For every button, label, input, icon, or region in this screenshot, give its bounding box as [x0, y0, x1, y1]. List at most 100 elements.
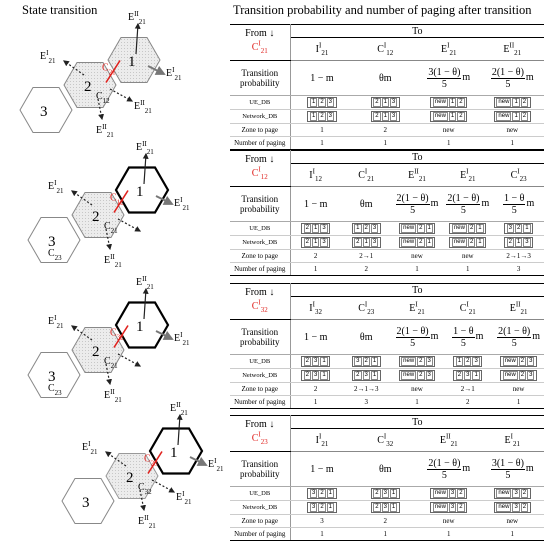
network-db-box: 2 — [303, 238, 311, 247]
edge-label-right-sup: I — [180, 196, 183, 204]
edge-label-bottom: EII21 — [96, 123, 114, 139]
ue-db-box: 3 — [320, 224, 328, 233]
destination-symbol: EI21 — [441, 41, 456, 56]
crossing-label-next-sub: 21 — [111, 362, 119, 370]
network-db-box: 3 — [370, 238, 379, 247]
network-db-box: new — [432, 112, 448, 121]
edge-label-top: EII21 — [170, 401, 188, 417]
ue-db-label-text: UE_DB — [249, 225, 271, 232]
destination-cell: EII21 — [391, 163, 443, 187]
ue-db-label-text: UE_DB — [249, 358, 271, 365]
crossing-label-23: C23 — [48, 383, 62, 397]
network-db-label-text: Network_DB — [242, 239, 278, 246]
from-arrow-icon: ↓ — [269, 418, 275, 430]
network-db-box: 3 — [326, 112, 335, 121]
network-db-box: 2 — [354, 238, 362, 247]
edge-label-right: EI21 — [174, 196, 190, 212]
crossing-label-current-sub: 23 — [151, 460, 159, 468]
fraction-denominator: 5 — [460, 337, 466, 349]
probability-expression: 1 − m — [310, 72, 334, 84]
number-of-paging-value: 1 — [383, 139, 388, 147]
network-db-box: 1 — [326, 503, 335, 512]
network-db-box: 2 — [506, 238, 514, 247]
number-of-paging-label-text: Number of paging — [234, 530, 286, 538]
destination-symbol-sub: 21 — [514, 48, 522, 57]
from-arrow-icon: ↓ — [269, 27, 275, 39]
ue-db-box: 1 — [455, 357, 464, 366]
number-of-paging-cell: 1 — [417, 136, 481, 150]
zone-to-page-value: 2→1→3 — [353, 385, 379, 393]
zone-to-page-value: new — [512, 385, 525, 393]
destination-symbol-sup: II — [445, 432, 451, 441]
destination-cell: CI12 — [353, 37, 417, 61]
from-symbol: CI23 — [252, 431, 268, 446]
destination-symbol-sup: I — [415, 300, 418, 309]
fraction-multiplier: m — [525, 463, 534, 475]
crossing-label-23-main: C — [48, 248, 55, 259]
ue-db-box: 3 — [506, 224, 514, 233]
zone-to-page-cell: 2 — [290, 249, 341, 263]
edge-label-lowerright: EII21 — [134, 99, 152, 115]
number-of-paging-cell: 1 — [442, 262, 494, 276]
number-of-paging-value: 1 — [510, 139, 515, 147]
ue-db-box: 2 — [373, 489, 381, 498]
ue-db-box: 3 — [527, 357, 535, 366]
zone-to-page-cell: 2→1 — [442, 382, 494, 396]
number-of-paging-value: 1 — [313, 398, 318, 406]
network-db-box: 2 — [303, 371, 311, 380]
number-of-paging-value: 2 — [466, 398, 470, 406]
destination-symbol-sub: 12 — [386, 48, 394, 57]
number-of-paging-cell: 2 — [340, 262, 392, 276]
number-of-paging-label: Number of paging — [230, 262, 291, 276]
fraction-denominator: 5 — [511, 337, 517, 349]
exit-arrow-up — [142, 287, 149, 320]
edge-label-top-sub: 21 — [181, 409, 189, 417]
edge-label-top-main: E — [128, 12, 134, 23]
edge-label-bottom-main: E — [104, 390, 110, 401]
right-panel-title: Transition probability and number of pag… — [233, 3, 532, 17]
number-of-paging-cell: 1 — [290, 527, 354, 541]
network-db-box: 3 — [320, 238, 328, 247]
edge-label-right-sub: 21 — [216, 465, 224, 473]
exit-arrow-up — [142, 152, 149, 185]
ue-db-box: new — [432, 98, 448, 107]
destination-symbol: CI32 — [377, 432, 393, 447]
network-db-box: 2 — [457, 112, 465, 121]
network-db-box: 2 — [518, 371, 527, 380]
ue-db-box: 3 — [309, 489, 318, 498]
probability-cell: 1 − m — [290, 451, 354, 487]
exit-arrow-down — [105, 363, 113, 386]
number-of-paging-value: 1 — [447, 530, 451, 538]
number-of-paging-label: Number of paging — [230, 136, 291, 150]
edge-label-lowerright-sub: 21 — [184, 498, 192, 506]
from-symbol: CI21 — [252, 40, 268, 55]
edge-label-lowerright-sub: 21 — [145, 107, 153, 115]
zone-to-page-value: 1 — [320, 126, 324, 134]
cell-hex-3 — [27, 217, 81, 263]
cell-hex-3 — [61, 478, 115, 524]
ue-db-box: 2 — [303, 357, 311, 366]
from-state: CI23 — [230, 430, 289, 448]
destination-symbol: CI23 — [511, 167, 527, 182]
destination-symbol-sup: I — [319, 41, 322, 50]
edge-label-left-main: E — [48, 181, 54, 192]
edge-label-bottom-main: E — [138, 516, 144, 527]
fraction: 2(1 − θ)5 — [427, 458, 462, 481]
boundary-crossing-line — [113, 190, 129, 213]
